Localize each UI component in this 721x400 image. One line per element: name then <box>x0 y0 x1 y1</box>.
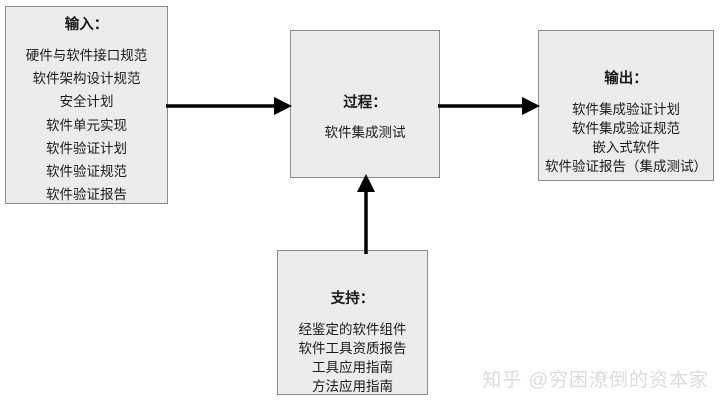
arrow-input-to-process-icon <box>166 97 292 115</box>
support-item: 软件工具资质报告 <box>298 341 407 357</box>
output-item: 软件验证报告（集成测试） <box>545 159 707 175</box>
arrow-support-to-process-icon <box>357 174 375 254</box>
arrow-process-to-output-icon <box>438 97 540 115</box>
process-item: 软件集成测试 <box>324 125 406 141</box>
input-item: 硬件与软件接口规范 <box>25 48 148 64</box>
output-box: 输出： 软件集成验证计划 软件集成验证规范 嵌入式软件 软件验证报告（集成测试） <box>538 30 714 181</box>
watermark: 知乎 @穷困潦倒的资本家 <box>482 370 709 391</box>
input-item: 软件验证规范 <box>46 164 127 180</box>
input-box-title: 输入： <box>64 17 109 33</box>
input-item: 软件单元实现 <box>46 117 127 133</box>
support-item: 经鉴定的软件组件 <box>298 322 407 338</box>
support-item: 方法应用指南 <box>312 379 393 395</box>
input-item: 软件验证计划 <box>46 140 127 156</box>
output-box-lines: 软件集成验证计划 软件集成验证规范 嵌入式软件 软件验证报告（集成测试） <box>545 100 707 177</box>
support-item: 工具应用指南 <box>312 360 393 376</box>
output-item: 软件集成验证计划 <box>572 102 680 118</box>
input-item: 软件架构设计规范 <box>32 71 141 87</box>
output-box-title: 输出： <box>604 71 648 87</box>
support-box-title: 支持： <box>330 291 375 307</box>
input-box: 输入： 硬件与软件接口规范 软件架构设计规范 安全计划 软件单元实现 软件验证计… <box>5 6 168 204</box>
input-item: 安全计划 <box>59 94 114 110</box>
process-box-title: 过程： <box>343 95 387 111</box>
process-box: 过程： 软件集成测试 <box>290 30 440 178</box>
support-box: 支持： 经鉴定的软件组件 软件工具资质报告 工具应用指南 方法应用指南 <box>277 250 428 395</box>
output-item: 嵌入式软件 <box>592 140 660 156</box>
output-item: 软件集成验证规范 <box>572 121 680 137</box>
process-box-lines: 软件集成测试 <box>325 123 406 143</box>
input-item: 软件验证报告 <box>46 187 127 203</box>
input-box-lines: 硬件与软件接口规范 软件架构设计规范 安全计划 软件单元实现 软件验证计划 软件… <box>26 44 148 207</box>
support-box-lines: 经鉴定的软件组件 软件工具资质报告 工具应用指南 方法应用指南 <box>299 320 407 397</box>
